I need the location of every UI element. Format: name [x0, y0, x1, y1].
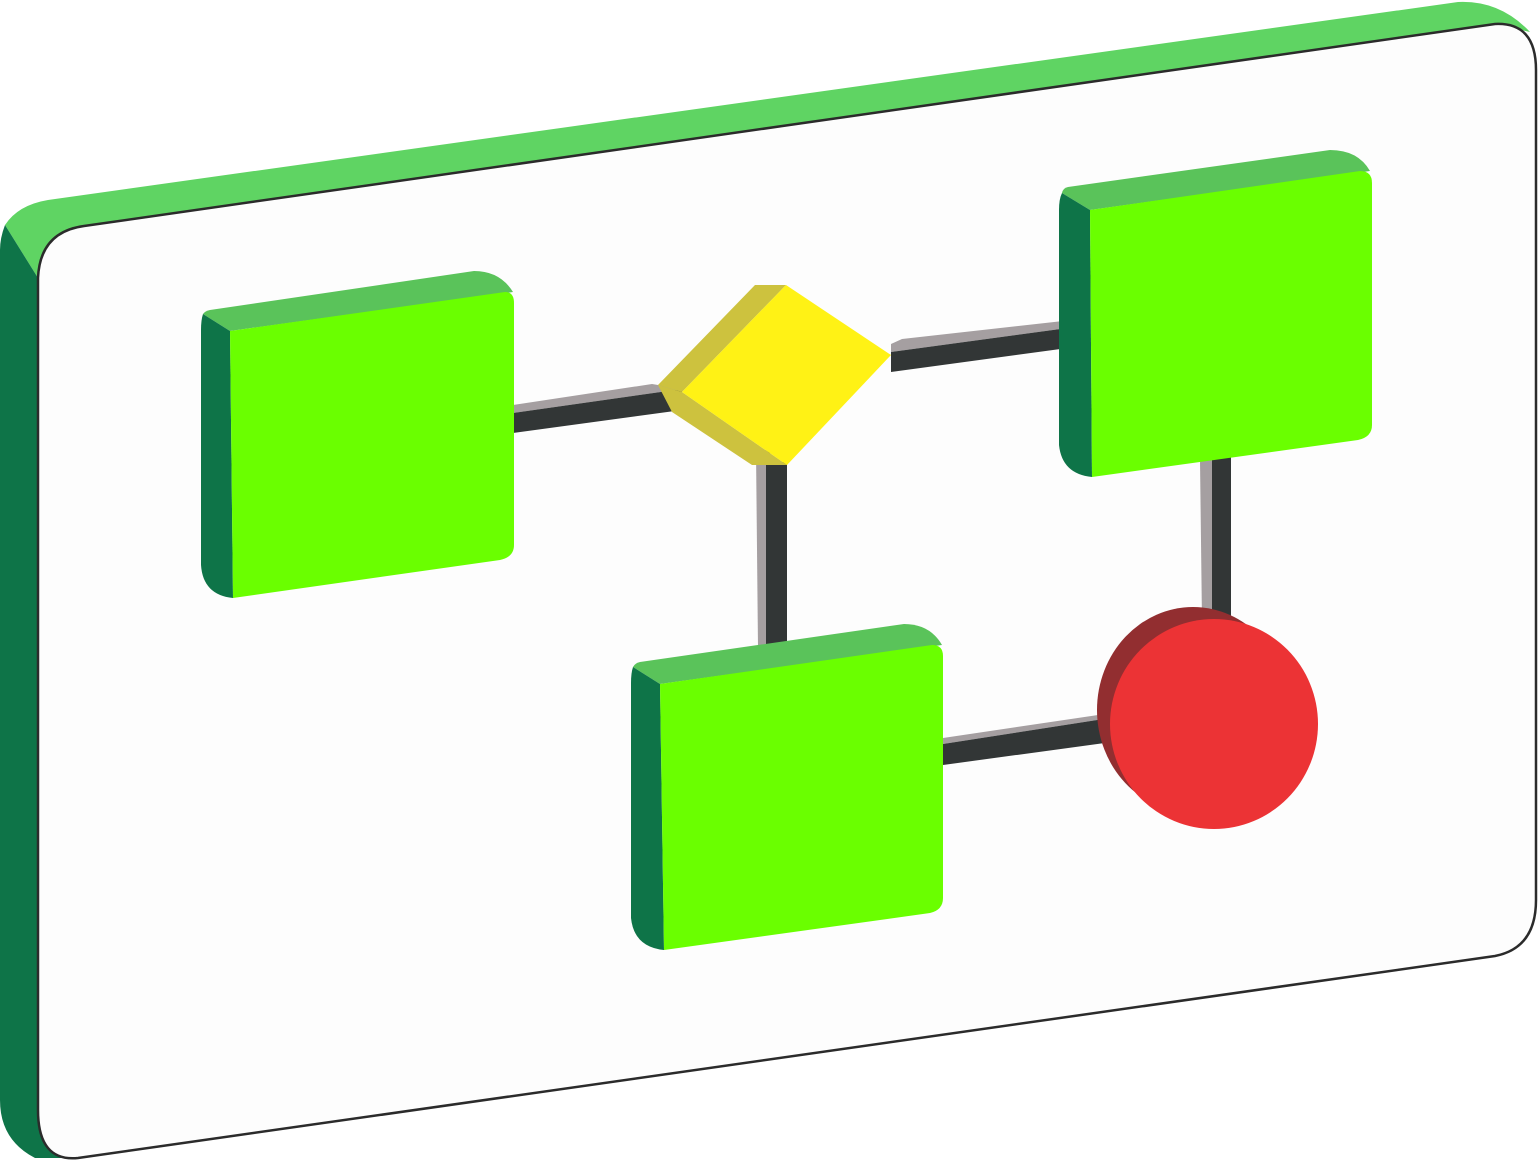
connector-process3-terminal [943, 715, 1112, 765]
connectors [513, 318, 1231, 765]
process-node-left [201, 271, 514, 598]
process-top-right-face [1090, 171, 1372, 477]
decision-edge-bottom [658, 385, 787, 465]
connector-decision-process2 [891, 318, 1090, 372]
decision-face [682, 285, 891, 465]
board-top-edge [5, 1, 1530, 278]
connector-process1-decision [513, 384, 682, 433]
process-left-top-edge [203, 271, 513, 331]
process-left-side-edge [201, 314, 233, 598]
terminal-face [1110, 619, 1318, 829]
terminal-node [1097, 607, 1318, 829]
connector-process2-terminal [1200, 456, 1231, 625]
process-bottom-top-edge [633, 624, 942, 684]
decision-node [658, 285, 891, 465]
connector-decision-process3 [756, 450, 787, 665]
process-bottom-face [660, 645, 943, 950]
process-node-bottom [631, 624, 943, 950]
process-bottom-side-edge [631, 667, 664, 950]
process-top-right-top-edge [1062, 150, 1370, 210]
process-node-top-right [1059, 150, 1372, 477]
process-left-face [230, 292, 514, 598]
process-top-right-side-edge [1059, 193, 1092, 477]
decision-edge-top [658, 285, 786, 392]
